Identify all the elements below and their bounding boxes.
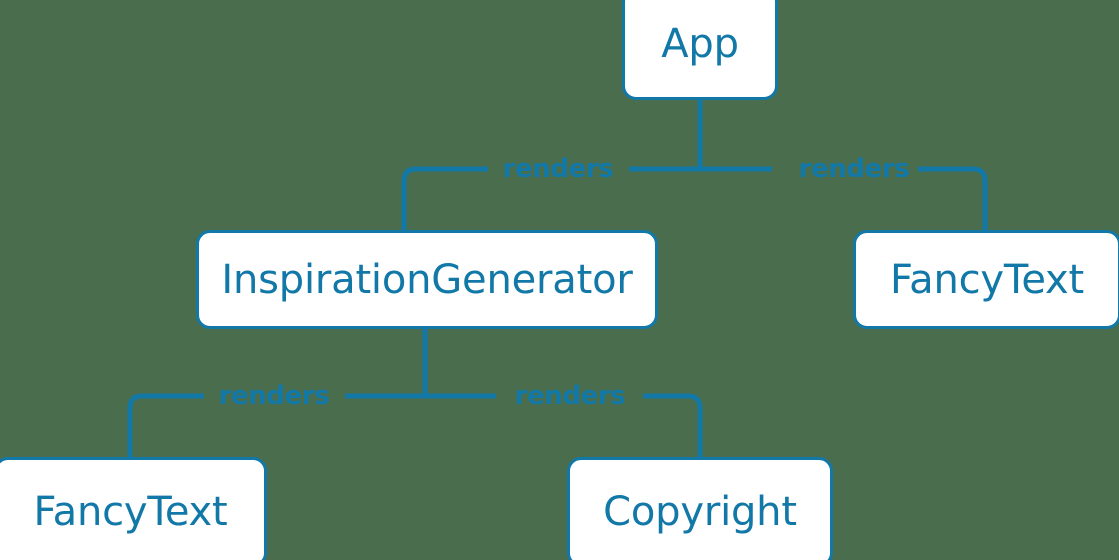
node-inspirationgenerator-label: InspirationGenerator bbox=[221, 256, 633, 303]
edge-label-inspiration-copyright: renders bbox=[514, 381, 626, 411]
node-app[interactable]: App bbox=[622, 0, 778, 100]
node-fancytext-right[interactable]: FancyText bbox=[853, 230, 1119, 329]
edge-label-app-fancytext: renders bbox=[798, 154, 910, 184]
edge-inspiration-to-fancytext-elbow bbox=[127, 393, 143, 458]
edge-app-to-fancytext-elbow bbox=[972, 166, 988, 231]
edge-inspiration-to-copyright-elbow bbox=[687, 393, 703, 458]
edge-app-to-inspiration-elbow bbox=[401, 166, 417, 231]
node-copyright-label: Copyright bbox=[603, 489, 797, 535]
node-fancytext-left[interactable]: FancyText bbox=[0, 457, 267, 560]
node-copyright[interactable]: Copyright bbox=[567, 457, 833, 560]
edge-label-app-inspiration: renders bbox=[502, 154, 614, 184]
node-app-label: App bbox=[661, 21, 739, 67]
node-fancytext-left-label: FancyText bbox=[33, 489, 228, 535]
edge-label-inspiration-fancytext: renders bbox=[218, 381, 330, 411]
node-inspirationgenerator[interactable]: InspirationGenerator bbox=[196, 230, 658, 329]
node-fancytext-right-label: FancyText bbox=[890, 256, 1084, 303]
